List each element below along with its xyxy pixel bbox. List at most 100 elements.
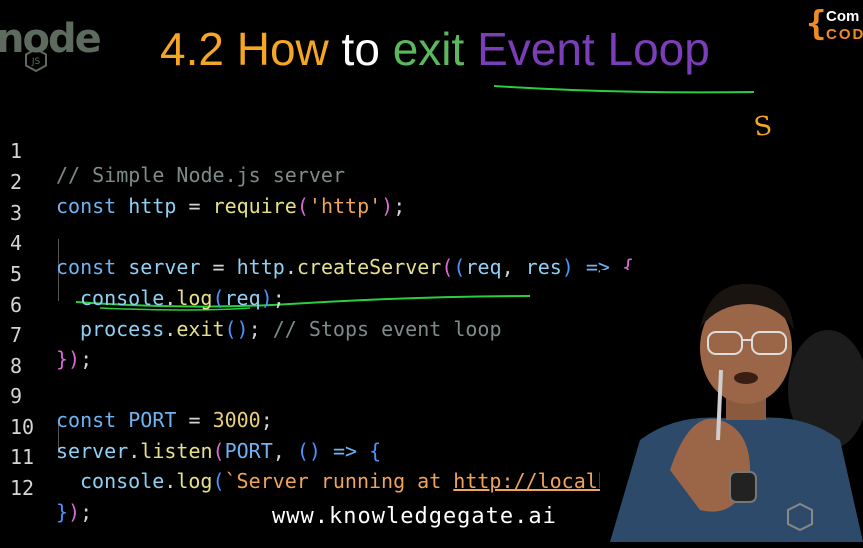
brand-logo: { Com COD [806, 4, 863, 44]
line-number: 12 [10, 476, 35, 500]
code-paren: ) [68, 500, 81, 524]
code-comment: // Stops event loop [272, 317, 502, 341]
line-number: 11 [10, 445, 35, 469]
brand-line-1: Com [826, 8, 860, 25]
code-line: 4 const server = http.createServer((req,… [0, 207, 634, 279]
code-parens: () [224, 317, 249, 341]
chair-back [788, 330, 863, 450]
code-semicolon: ; [272, 286, 285, 310]
code-arrow: => [320, 439, 370, 463]
code-line: 1 // Simple Node.js server [0, 115, 345, 187]
code-dot: . [164, 317, 177, 341]
code-dot: . [284, 255, 297, 279]
code-line: 11 console.log(`Server running at http:/… [0, 421, 634, 493]
nodejs-logo: node JS [0, 8, 102, 76]
code-identifier: console [80, 469, 165, 493]
indent-guide [58, 239, 59, 301]
footer-website: www.knowledgegate.ai [272, 504, 557, 529]
code-dot: . [128, 439, 141, 463]
code-parameter: req [465, 255, 502, 279]
code-line: 2 const http = require('http'); [0, 146, 405, 218]
exit-line-underline-annotation [75, 295, 531, 311]
code-number: 3000 [212, 408, 261, 432]
code-keyword: const [56, 194, 117, 218]
code-semicolon: ; [393, 194, 406, 218]
line-number: 7 [10, 323, 23, 347]
code-paren: ( [453, 255, 466, 279]
code-identifier: server [56, 439, 129, 463]
code-brace: } [56, 500, 69, 524]
slide-title: 4.2 How to exit Event Loop [160, 22, 710, 76]
glasses-right [751, 331, 787, 355]
code-line: 9 const PORT = 3000; [0, 360, 273, 432]
code-semicolon: ; [248, 317, 273, 341]
code-parens: () [296, 439, 321, 463]
face [700, 292, 792, 404]
code-semicolon: ; [80, 500, 93, 524]
brand-brace-icon: { [806, 4, 827, 44]
code-line: 8 [0, 330, 48, 378]
code-argument: PORT [224, 439, 273, 463]
code-identifier: server [128, 255, 201, 279]
code-template-string: `Server running at [224, 469, 454, 493]
code-paren: ) [381, 194, 394, 218]
code-function: exit [176, 317, 225, 341]
code-line: 10 server.listen(PORT, () => { [0, 391, 381, 463]
title-underline-annotation [493, 85, 755, 94]
code-keyword: const [56, 255, 117, 279]
line-number: 4 [10, 231, 23, 255]
code-identifier: console [80, 286, 165, 310]
code-semicolon: ; [260, 408, 273, 432]
code-comment: // Simple Node.js server [56, 163, 345, 187]
code-function: listen [140, 439, 213, 463]
code-paren: ( [296, 194, 309, 218]
code-paren: ) [260, 286, 273, 310]
code-function: log [176, 469, 213, 493]
title-word-to: to [341, 23, 380, 75]
code-paren: ( [212, 439, 225, 463]
line-number: 1 [10, 139, 23, 163]
code-line: 5 console.log(req); [0, 238, 285, 310]
title-section-number: 4.2 [160, 23, 224, 75]
code-operator: = [176, 194, 213, 218]
watch-icon [729, 471, 757, 503]
code-line: 7 }); [0, 299, 92, 371]
brand-line-2: COD [826, 26, 863, 43]
line-number: 5 [10, 262, 23, 286]
code-paren: ( [212, 286, 225, 310]
pen [716, 369, 723, 441]
line-number: 9 [10, 384, 23, 408]
title-word-exit: exit [392, 23, 465, 75]
line-number: 8 [10, 354, 23, 378]
code-paren: ) [68, 347, 81, 371]
mouth [734, 372, 758, 384]
code-comma: , [501, 255, 526, 279]
code-operator: = [176, 408, 213, 432]
title-words-event-loop: Event Loop [477, 23, 710, 75]
code-dot: . [164, 286, 177, 310]
code-semicolon: ; [80, 347, 93, 371]
code-identifier: process [80, 317, 165, 341]
title-word-how: How [236, 23, 329, 75]
line-number: 10 [10, 415, 35, 439]
line-number: 3 [10, 201, 23, 225]
line-number: 2 [10, 170, 23, 194]
code-identifier: PORT [128, 408, 177, 432]
code-line: 3 [0, 177, 48, 225]
presenter-video [600, 270, 863, 542]
code-parameter: res [525, 255, 562, 279]
code-function: log [176, 286, 213, 310]
code-operator: = [200, 255, 237, 279]
glasses-left [707, 331, 743, 355]
nodejs-shirt-logo-icon [787, 502, 813, 532]
code-function: require [212, 194, 297, 218]
nodejs-badge-text: JS [31, 57, 41, 67]
nodejs-logo-text: node [0, 16, 102, 62]
nodejs-hexagon-icon: JS [25, 48, 47, 72]
code-paren: ( [212, 469, 225, 493]
handwritten-s-annotation: S [751, 110, 774, 144]
code-identifier: http [128, 194, 177, 218]
code-line: 6 process.exit(); // Stops event loop [0, 269, 501, 341]
code-function: createServer [296, 255, 442, 279]
code-identifier: http [236, 255, 285, 279]
